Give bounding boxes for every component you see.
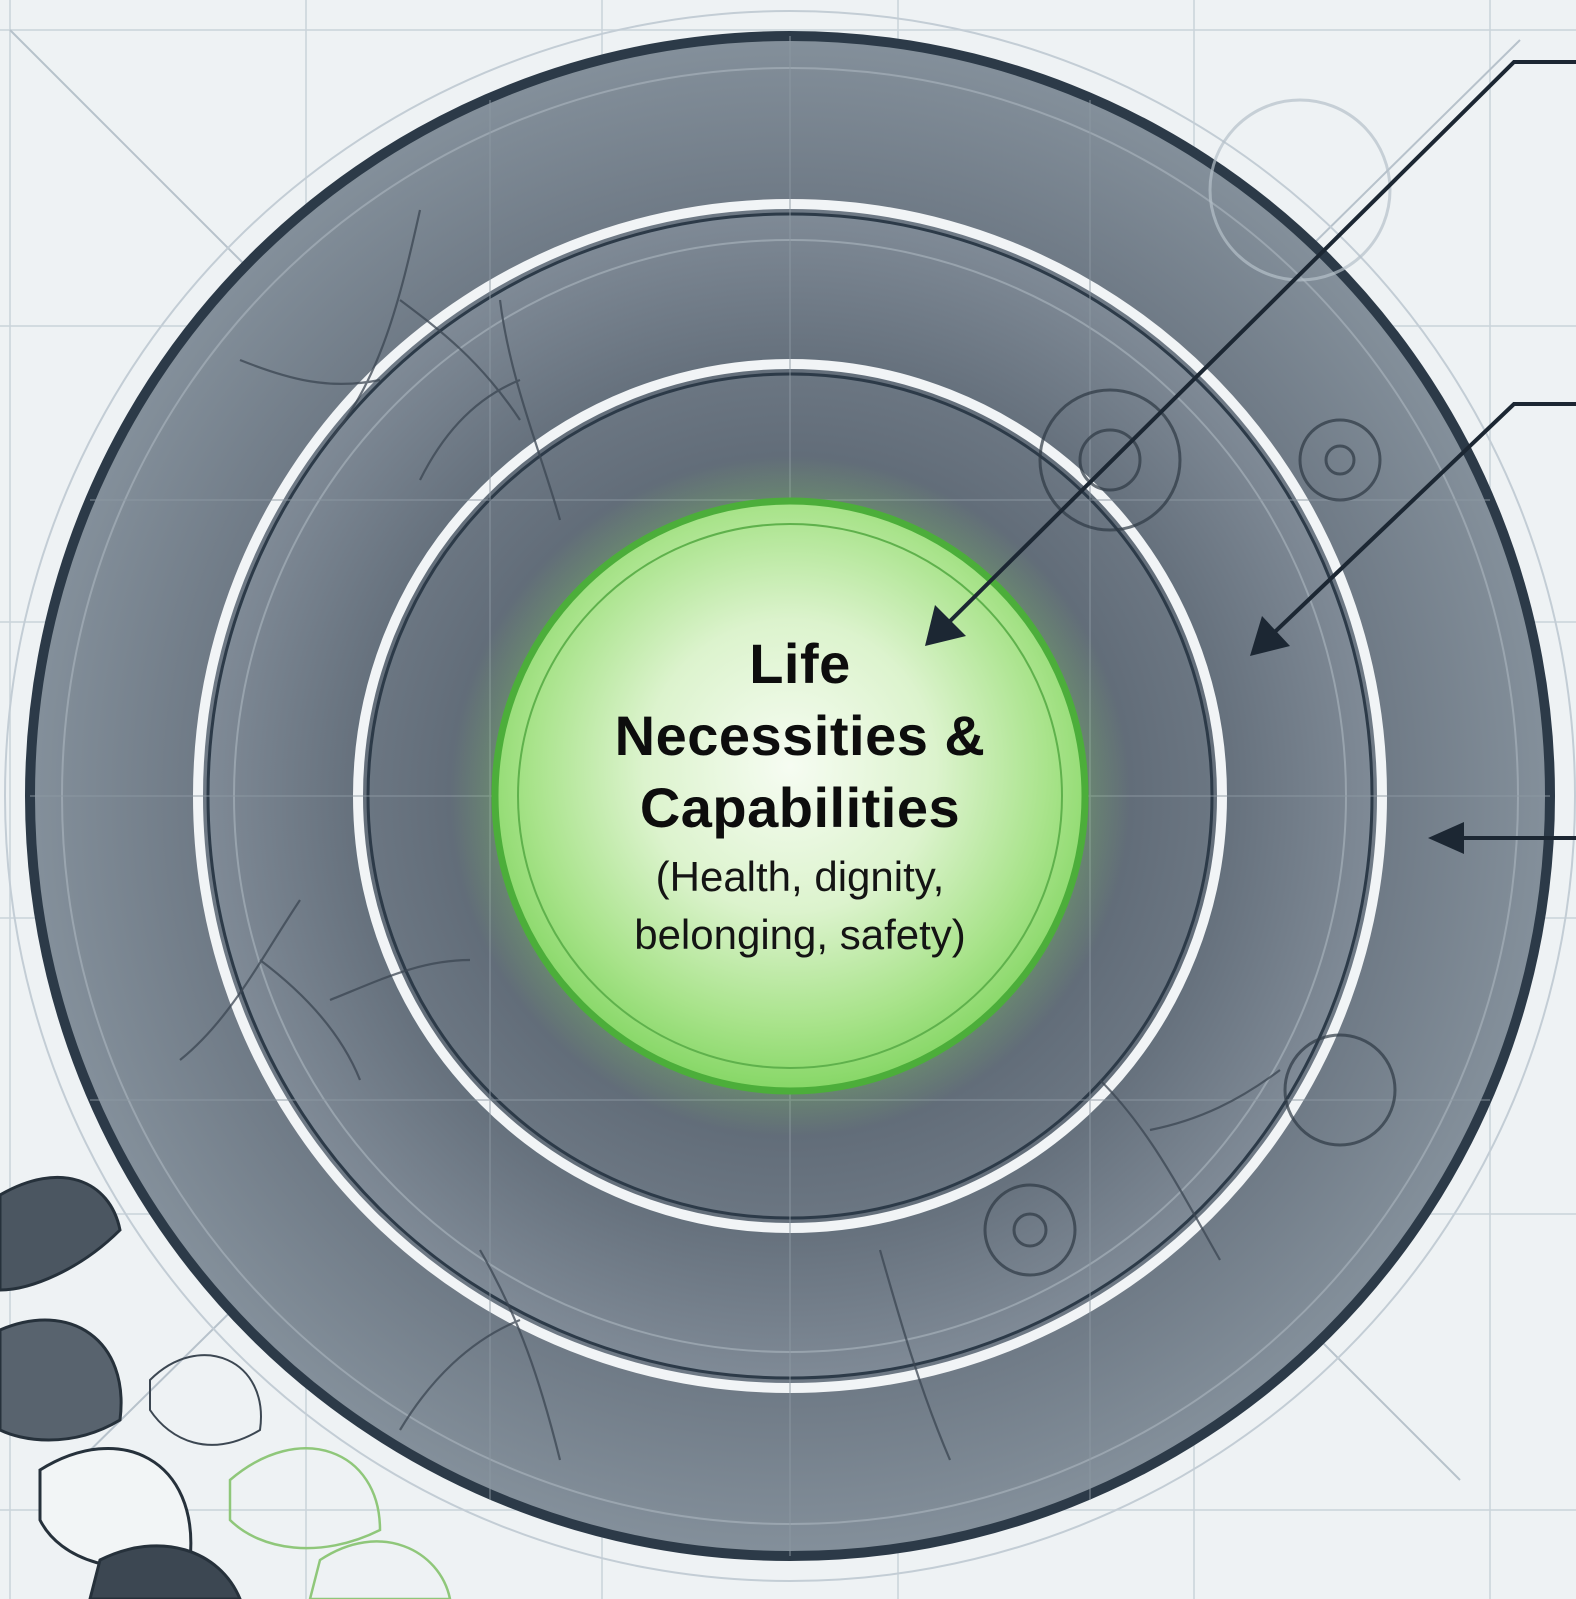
core-title-line: Capabilities bbox=[639, 776, 961, 839]
core-subtitle-line: belonging, safety) bbox=[634, 911, 966, 958]
roots-icon bbox=[179, 209, 1281, 1461]
core-subtitle-line: (Health, dignity, bbox=[655, 853, 945, 900]
leaf-icon bbox=[0, 1175, 452, 1599]
core-subtitle: (Health, dignity, belonging, safety) bbox=[560, 848, 1040, 964]
core-title-line: Necessities & bbox=[614, 704, 986, 767]
core-circle bbox=[450, 456, 1130, 1136]
core-title-line: Life bbox=[749, 632, 851, 695]
pointer-arrow-outer-ring bbox=[1428, 822, 1576, 854]
pointer-arrow-middle-ring bbox=[1250, 402, 1576, 656]
core-label: Life Necessities & Capabilities (Health,… bbox=[560, 628, 1040, 964]
gear-icon bbox=[983, 98, 1397, 1277]
core-title: Life Necessities & Capabilities bbox=[560, 628, 1040, 844]
pointer-arrow-core bbox=[925, 60, 1576, 646]
